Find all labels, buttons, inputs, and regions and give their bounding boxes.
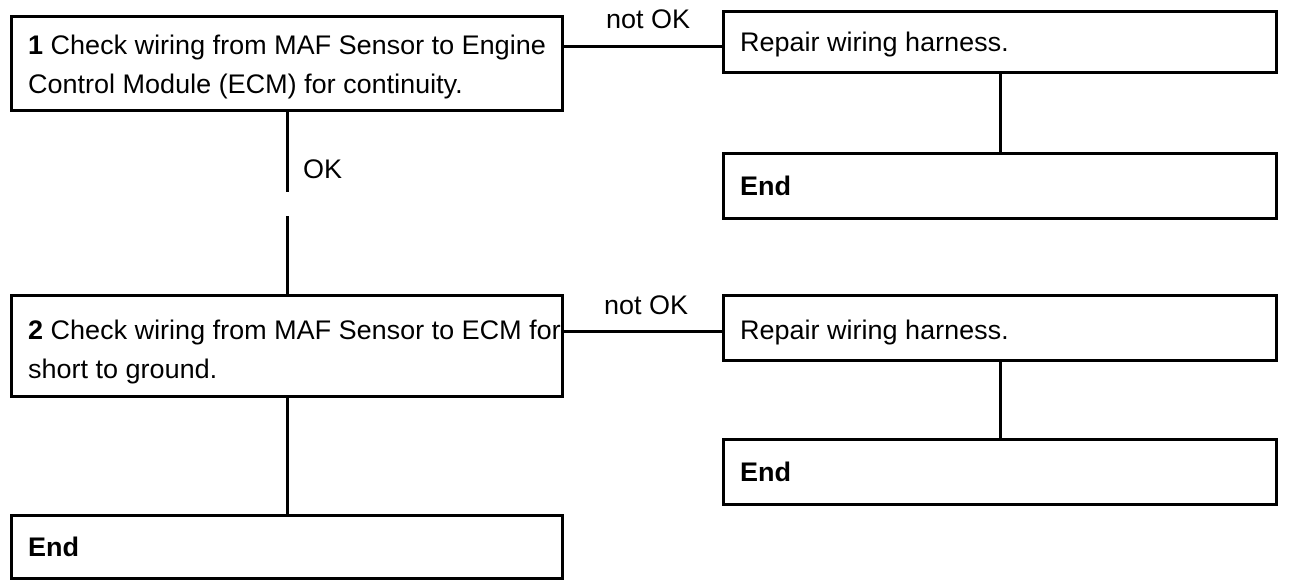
step-1-ok-connector-upper [286, 112, 289, 192]
step-2-end-box: End [722, 438, 1278, 506]
step-1-repair-text: Repair wiring harness. [740, 27, 1009, 57]
step-1-ok-label: OK [303, 154, 343, 184]
step-1-not-ok-label: not OK [606, 4, 691, 34]
step-1-repair-box: Repair wiring harness. [722, 10, 1278, 74]
step-2-repair-connector [999, 362, 1002, 440]
final-end-text: End [28, 532, 79, 562]
step-1-not-ok-connector [564, 45, 724, 48]
step-2-repair-box: Repair wiring harness. [722, 294, 1278, 362]
step-1-text: Check wiring from MAF Sensor to Engine C… [28, 30, 546, 99]
step-2-repair-text: Repair wiring harness. [740, 315, 1009, 345]
step-2-text: Check wiring from MAF Sensor to ECM for … [28, 315, 561, 384]
final-end-box: End [10, 514, 564, 580]
step-1-number: 1 [28, 30, 44, 60]
step-2-number: 2 [28, 315, 44, 345]
step-1-box: 1 Check wiring from MAF Sensor to Engine… [10, 15, 564, 112]
step-2-ok-connector [286, 398, 289, 516]
step-1-repair-connector [999, 74, 1002, 154]
step-2-not-ok-connector [564, 330, 724, 333]
step-2-box: 2 Check wiring from MAF Sensor to ECM fo… [10, 294, 564, 398]
step-2-end-text: End [740, 457, 791, 487]
step-1-end-text: End [740, 171, 791, 201]
step-1-end-box: End [722, 152, 1278, 220]
step-1-ok-connector-lower [286, 216, 289, 296]
step-2-not-ok-label: not OK [604, 290, 689, 320]
